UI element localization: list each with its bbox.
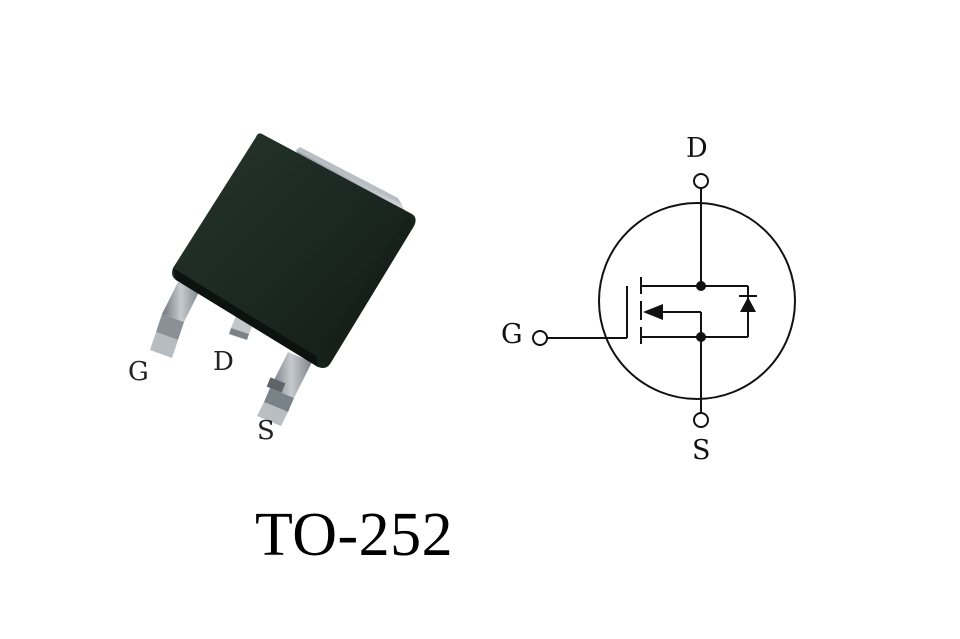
body-diode-icon <box>740 297 756 312</box>
channel-arrow-icon <box>643 304 663 320</box>
drain-terminal-circle <box>693 173 709 189</box>
junction-dot-source <box>696 332 706 342</box>
gate-terminal-circle <box>532 330 548 346</box>
gate-lead <box>150 282 200 358</box>
package-pin-label-drain: D <box>213 347 234 377</box>
schematic-label-source: S <box>692 435 711 466</box>
package-body <box>172 133 416 368</box>
package-name: TO-252 <box>255 501 454 569</box>
package-pin-label-source: S <box>257 416 275 446</box>
junction-dot-drain <box>696 281 706 291</box>
schematic-label-drain: D <box>686 133 708 164</box>
source-terminal-circle <box>693 412 709 428</box>
source-lead <box>257 352 312 426</box>
package-pin-label-gate: G <box>128 357 149 387</box>
symbol-envelope-circle <box>598 202 796 400</box>
schematic-label-gate: G <box>501 319 523 350</box>
